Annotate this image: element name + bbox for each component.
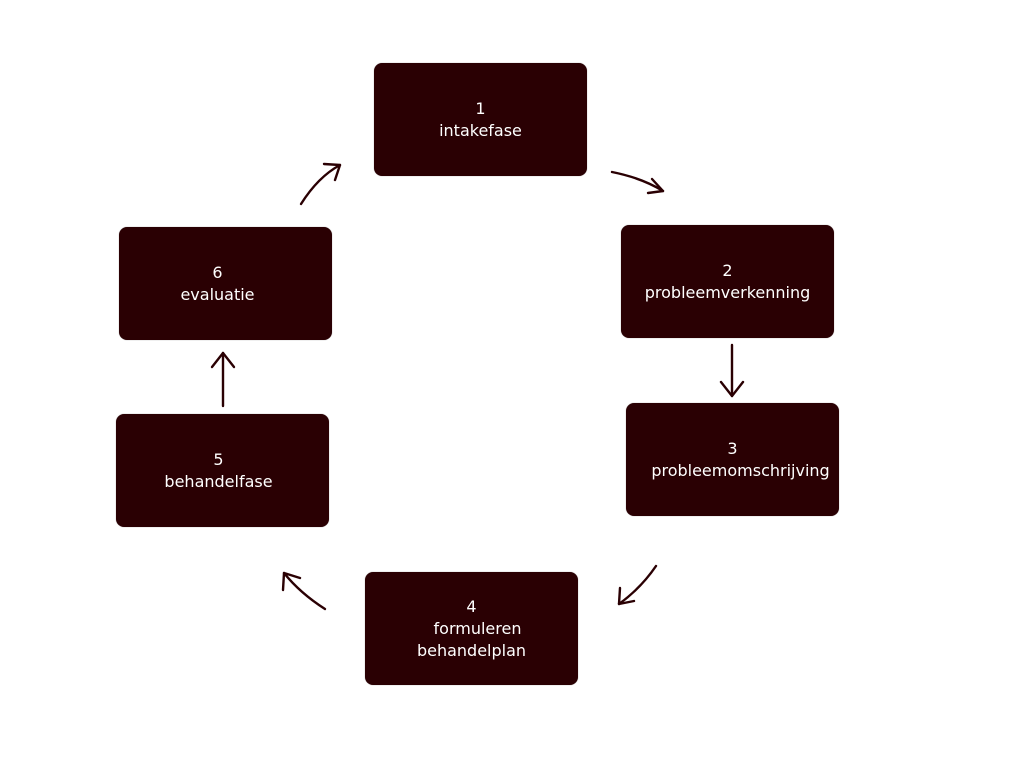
- step-2-number: 2: [722, 260, 733, 280]
- arrow-6-to-1: [299, 162, 342, 206]
- step-2-label: probleemverkenning: [644, 282, 811, 302]
- step-5-label: behandelfase: [164, 471, 273, 491]
- step-1-number: 1: [475, 98, 486, 118]
- step-3-probleemomschrijving: 3 probleemomschrijving: [626, 403, 839, 516]
- arrow-3-to-4: [617, 564, 658, 606]
- step-4-label-line-1: formuleren: [433, 618, 522, 638]
- arrow-4-to-5: [281, 571, 327, 611]
- step-4-formuleren-behandelplan: 4 formuleren behandelplan: [365, 572, 578, 685]
- arrow-5-to-6: [210, 351, 236, 408]
- step-4-label-line-2: behandelplan: [416, 640, 527, 660]
- arrow-1-to-2: [610, 170, 665, 195]
- step-3-label: probleemomschrijving: [651, 460, 830, 480]
- step-1-intakefase: 1 intakefase: [374, 63, 587, 176]
- step-5-number: 5: [213, 449, 224, 469]
- step-6-label: evaluatie: [180, 284, 255, 304]
- step-2-probleemverkenning: 2 probleemverkenning: [621, 225, 834, 338]
- step-6-evaluatie: 6 evaluatie: [119, 227, 332, 340]
- step-1-label: intakefase: [439, 120, 522, 140]
- arrow-2-to-3: [719, 343, 745, 398]
- step-5-behandelfase: 5 behandelfase: [116, 414, 329, 527]
- step-6-number: 6: [212, 262, 223, 282]
- step-3-number: 3: [727, 438, 738, 458]
- step-4-number: 4: [466, 596, 477, 616]
